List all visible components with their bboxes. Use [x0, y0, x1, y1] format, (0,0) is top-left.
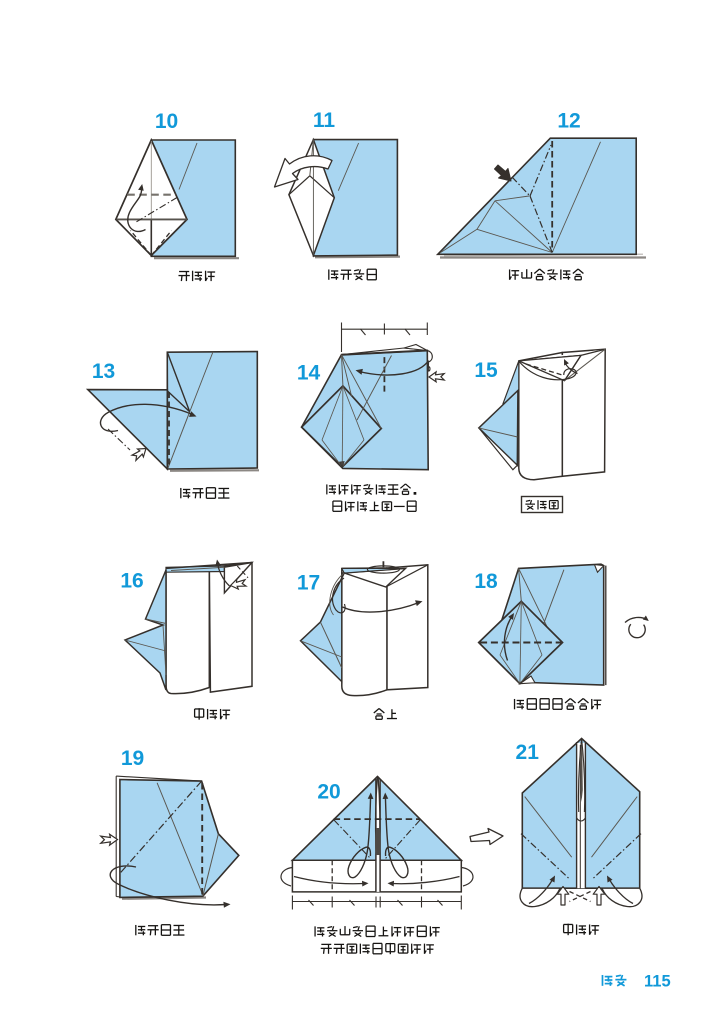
- svg-text:15: 15: [474, 359, 498, 382]
- svg-text:12: 12: [557, 110, 580, 133]
- svg-text:16: 16: [120, 570, 143, 593]
- svg-text:21: 21: [516, 741, 540, 764]
- svg-text:17: 17: [297, 571, 320, 594]
- svg-text:14: 14: [297, 362, 321, 385]
- svg-text:11: 11: [313, 109, 336, 132]
- svg-text:115: 115: [644, 972, 671, 990]
- svg-text:19: 19: [121, 747, 144, 770]
- svg-text:18: 18: [474, 570, 498, 593]
- svg-text:13: 13: [92, 360, 115, 383]
- svg-text:20: 20: [317, 780, 340, 803]
- svg-text:10: 10: [155, 110, 178, 133]
